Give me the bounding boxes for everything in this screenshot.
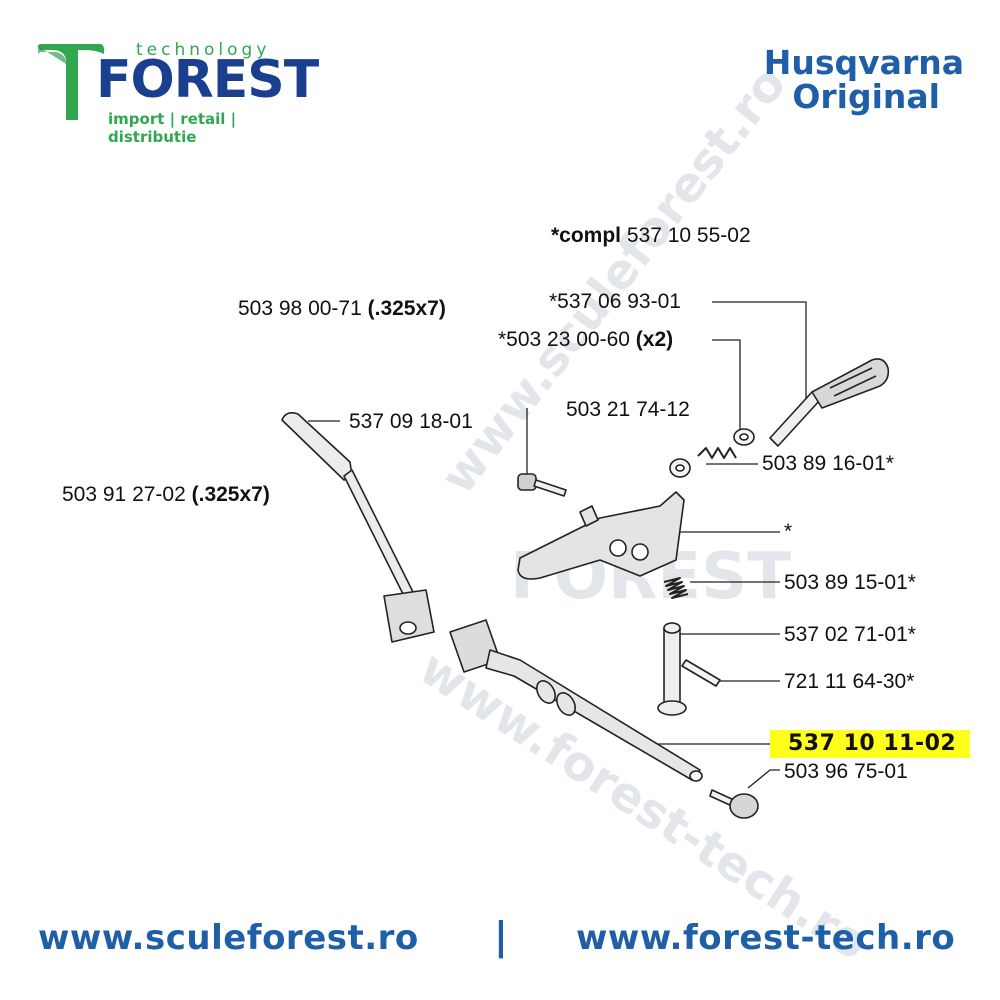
part-label: 503 89 15-01* (784, 571, 916, 595)
brand-line2: Original (792, 77, 940, 116)
part-label: 721 11 64-30* (784, 670, 914, 694)
part-code: 503 21 74-12 (566, 398, 690, 421)
part-note: (.325x7) (191, 483, 270, 506)
part-code: 503 89 16-01* (762, 452, 894, 475)
part-note: (.325x7) (367, 297, 446, 320)
part-code: 503 98 00-71 (238, 297, 362, 320)
part-label: *503 23 00-60 (x2) (498, 328, 673, 352)
brand-line1: Husqvarna (763, 43, 964, 82)
roll-pin (681, 659, 721, 687)
part-label: 537 09 18-01 (349, 410, 473, 434)
part-code: *503 23 00-60 (498, 328, 630, 351)
forest-logo: technology FOREST import | retail | dist… (36, 40, 326, 146)
part-code: 503 91 27-02 (62, 483, 186, 506)
part-code: *537 06 93-01 (549, 290, 681, 313)
screw (517, 473, 567, 497)
part-code: 721 11 64-30* (784, 670, 915, 693)
part-label: 503 21 74-12 (566, 398, 690, 422)
vertical-pin (657, 622, 687, 716)
part-code: 537 02 71-01* (784, 623, 916, 646)
lever (281, 412, 435, 643)
part-label: *537 06 93-01 (549, 290, 681, 314)
logo-word: FOREST (96, 50, 319, 110)
logo-tagline-bottom: import | retail | distributie (108, 110, 237, 146)
forest-logo-mark (38, 44, 104, 120)
kit-code: 537 10 55-02 (626, 224, 751, 247)
part-label: 503 96 75-01 (784, 760, 908, 784)
part-code: 503 96 75-01 (784, 760, 908, 783)
part-label: 503 91 27-02 (.325x7) (62, 483, 270, 507)
part-code: 503 89 15-01* (784, 571, 916, 594)
leader-lines (308, 301, 807, 789)
footer-link-forest-tech[interactable]: www.forest-tech.ro (576, 918, 956, 958)
part-note: (x2) (635, 328, 674, 351)
kit-label: *compl 537 10 55-02 (551, 224, 751, 248)
part-code: 537 10 11-02 (788, 731, 957, 756)
brand-title: Husqvarna Original (764, 46, 964, 114)
part-label: 503 98 00-71 (.325x7) (238, 297, 446, 321)
part-label: 503 89 16-01* (762, 452, 894, 476)
footer-link-sculeforest[interactable]: www.sculeforest.ro (38, 918, 419, 958)
bracket (517, 491, 685, 580)
highlighted-part-label: 537 10 11-02 (770, 730, 971, 758)
part-label: * (784, 520, 792, 544)
footer-separator: | (494, 914, 508, 958)
kit-prefix: *compl (551, 224, 622, 247)
part-label: 537 02 71-01* (784, 623, 916, 647)
spring-upper (697, 447, 737, 459)
logo-tagline-top: technology (136, 40, 271, 60)
upper-shaft (769, 358, 890, 447)
long-shaft (449, 619, 703, 782)
spring-lower (663, 577, 689, 599)
knob (709, 789, 759, 819)
part-code: 537 09 18-01 (349, 410, 473, 433)
part-code: * (784, 520, 793, 543)
